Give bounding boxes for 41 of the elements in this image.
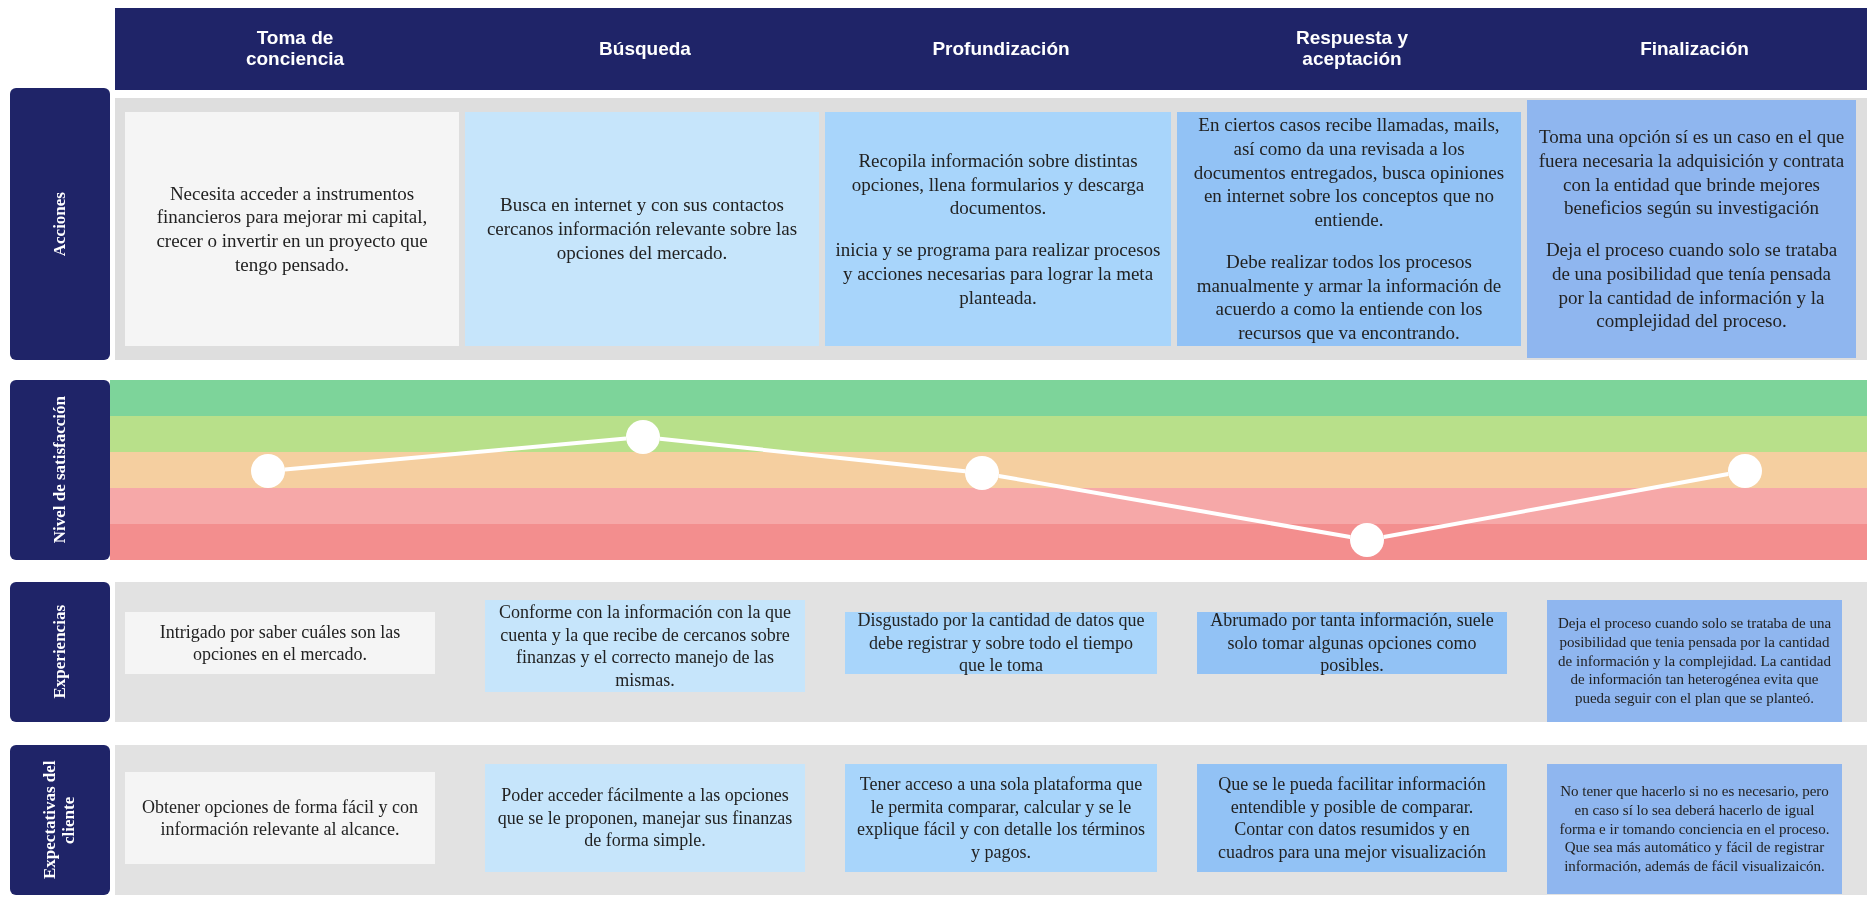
card-text: Poder acceder fácilmente a las opciones que se le proponen, manejar sus finanzas de forma simple. (496, 784, 794, 852)
action-card (465, 112, 819, 346)
stage-title: Respuesta y aceptación (1177, 8, 1527, 90)
expectation-card (845, 764, 1157, 872)
row-label: Expectativas del cliente (10, 745, 110, 895)
card-text: Abrumado por tanta información, suele solo tomar algunas opciones como posibles. (1209, 609, 1495, 677)
card-text: Conforme con la información con la que cuenta y la que recibe de cercanos sobre finanzas y el correcto manejo de las mismas. (498, 601, 792, 691)
stage-title: Profundización (825, 8, 1177, 90)
stage-title: Finalización (1527, 8, 1862, 90)
card-text: Deja el proceso cuando solo se trataba de una posibilidad que tenia pensada por la cantidad de información y la complejidad. La cantidad de información tan heterogénea evita que pueda seguir con el plan que se planteó. (1557, 614, 1832, 708)
card-text: inicia y se programa para realizar procesos y acciones necesarias para lograr la meta planteada. (835, 238, 1161, 310)
expectation-card (1197, 764, 1507, 872)
stage-title: Búsqueda (465, 8, 825, 90)
card-text: Que se le pueda facilitar información entendible y posible de comparar. Contar con datos resumidos y en cuadros para una mejor visualización (1217, 773, 1487, 863)
action-card (1177, 112, 1521, 346)
card-text: Necesita acceder a instrumentos financieros para mejorar mi capital, crecer o invertir en un proyecto que tengo pensado. (155, 181, 429, 277)
action-card (825, 112, 1171, 346)
card-text: Deja el proceso cuando solo se trataba de una posibilidad que tenía pensada por la cantidad de información y la complejidad del proceso. (1544, 238, 1839, 333)
satisfaction-line (998, 473, 1351, 540)
action-card (1527, 100, 1856, 358)
card-text: Busca en internet y con sus contactos cercanos información relevante sobre las opciones del mercado. (485, 193, 799, 265)
expectation-card (485, 764, 805, 872)
row-label: Acciones (10, 88, 110, 360)
satisfaction-line (1383, 472, 1729, 539)
card-text: No tener que hacerlo si no es necesario, pero en caso sí lo sea deberá hacerlo de igual forma e ir tomando conciencia en el proceso. Que sea más automático y fácil de registrar información, además de fácil visualizaicón. (1558, 782, 1831, 876)
card-text: En ciertos casos recibe llamadas, mails, así como da una revisada a los documentos entregados, busca opiniones en internet sobre los conceptos que no entiende. (1192, 113, 1506, 232)
experience-card (1547, 600, 1842, 722)
satisfaction-line (284, 436, 627, 472)
card-text: Toma una opción sí es un caso en el que fuera necesaria la adquisición y contrata con la entidad que brinde mejores beneficios según su investigación (1537, 125, 1846, 220)
card-text: Debe realizar todos los procesos manualmente y armar la información de acuerdo a como la entiende con los recursos que va encontrando. (1195, 249, 1503, 345)
card-text: Obtener opciones de forma fácil y con información relevante al alcance. (141, 795, 419, 841)
satisfaction-line (659, 436, 966, 474)
card-text: Disgustado por la cantidad de datos que debe registrar y sobre todo el tiempo que le toma (856, 609, 1146, 677)
expectation-card (1547, 764, 1842, 894)
experience-card (1197, 612, 1507, 674)
row-label: Nivel de satisfacción (10, 380, 110, 560)
card-text: Intrigado por saber cuáles son las opciones en el mercado. (158, 620, 402, 666)
stage-title: Toma de conciencia (125, 8, 465, 90)
card-text: Tener acceso a una sola plataforma que le permita comparar, calcular y se le explique fácil y con detalle los términos y pagos. (856, 773, 1146, 863)
row-label: Experiencias (10, 582, 110, 722)
card-text: Recopila información sobre distintas opciones, llena formularios y descarga documentos. (850, 148, 1146, 220)
